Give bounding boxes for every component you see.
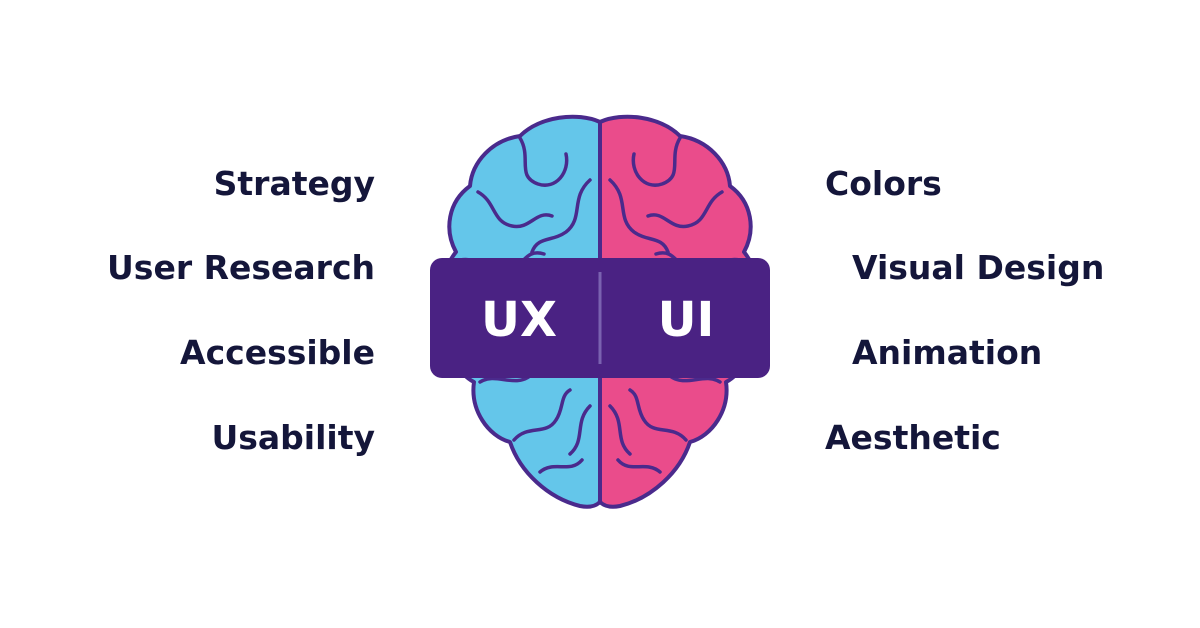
badge-ux-label: UX <box>481 292 557 348</box>
ui-term-colors: Colors <box>825 164 942 203</box>
ui-term-aesthetic: Aesthetic <box>825 418 1001 457</box>
ux-term-usability: Usability <box>211 418 375 457</box>
ux-term-user-research: User Research <box>107 248 375 287</box>
ui-term-visual-design: Visual Design <box>852 248 1105 287</box>
ui-folds <box>608 136 742 474</box>
brain-illustration: UX UI <box>430 114 770 509</box>
ui-term-animation: Animation <box>852 333 1043 372</box>
ux-term-accessible: Accessible <box>180 333 375 372</box>
ux-term-strategy: Strategy <box>213 164 375 203</box>
badge-ui-label: UI <box>658 292 715 348</box>
